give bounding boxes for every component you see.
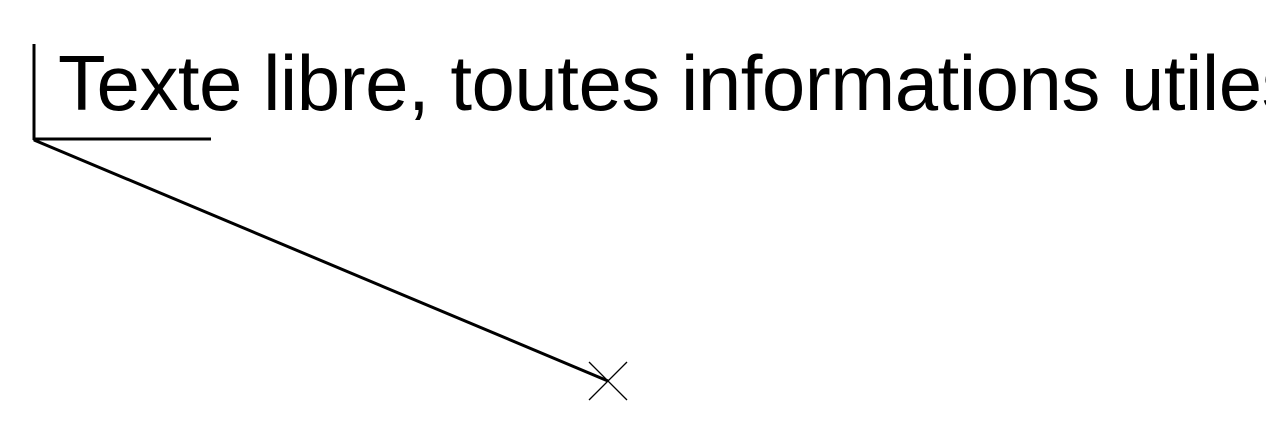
cross-x-icon	[588, 361, 628, 401]
leader-line	[33, 138, 609, 383]
annotation-label: Texte libre, toutes informations utiles	[58, 39, 1266, 127]
